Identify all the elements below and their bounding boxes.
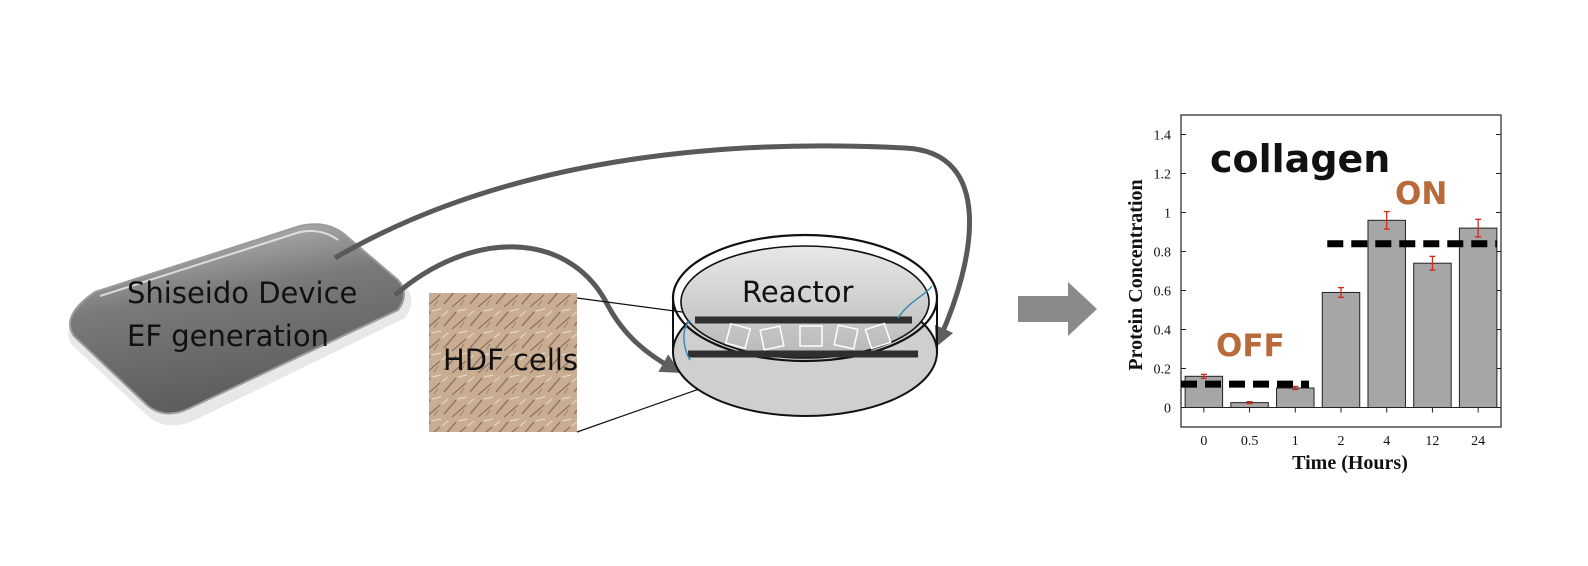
- lower-cable: [393, 244, 681, 373]
- coverslip: [799, 325, 823, 347]
- bar: [1321, 291, 1361, 409]
- x-tick-label: 0.5: [1241, 434, 1259, 449]
- hdf-cells-image: HDF cells: [429, 293, 578, 432]
- y-tick-label: 1.2: [1154, 168, 1172, 183]
- hdf-cells-label: HDF cells: [443, 343, 578, 377]
- bar: [1458, 227, 1498, 408]
- x-tick-label: 24: [1471, 434, 1485, 449]
- dish-inner-rim: [680, 245, 930, 359]
- y-tick-label: 0.8: [1154, 246, 1172, 261]
- bar: [1276, 387, 1315, 408]
- x-tick-label: 0: [1200, 434, 1207, 449]
- coverslip: [833, 324, 859, 350]
- device-top-edge: [99, 230, 339, 297]
- device-body: [69, 223, 405, 415]
- upper-cable: [333, 143, 973, 348]
- bar: [1367, 219, 1406, 408]
- y-tick-label: 0.4: [1154, 324, 1172, 339]
- shiseido-device: Shiseido Device EF generation: [68, 223, 412, 426]
- on-label: ON: [1395, 176, 1447, 212]
- y-tick-label: 1.4: [1154, 129, 1172, 144]
- blue-wire-right: [897, 285, 933, 319]
- y-tick-label: 0.2: [1154, 363, 1172, 378]
- reactor-dish: Reactor: [671, 233, 939, 417]
- blue-wire-left: [683, 319, 691, 361]
- x-tick-label: 2: [1338, 434, 1345, 449]
- x-tick-label: 4: [1383, 434, 1390, 449]
- x-axis-label: Time (Hours): [1292, 452, 1408, 474]
- y-tick-label: 0: [1164, 402, 1171, 417]
- y-tick-label: 1: [1164, 207, 1171, 222]
- x-tick-label: 12: [1425, 434, 1439, 449]
- x-tick-label: 1: [1292, 434, 1299, 449]
- coverslip: [864, 322, 892, 350]
- y-tick-label: 0.6: [1154, 285, 1172, 300]
- coverslip: [724, 322, 752, 350]
- coverslip: [759, 325, 785, 351]
- reactor-label: Reactor: [742, 275, 854, 309]
- device-label-line1: Shiseido Device: [127, 276, 357, 310]
- chart-title: collagen: [1210, 137, 1390, 181]
- y-axis-label: Protein Concentration: [1125, 179, 1147, 370]
- result-arrow-icon: [1018, 282, 1097, 336]
- cell-micrograph: [429, 293, 577, 432]
- bar: [1413, 262, 1452, 409]
- device-label-line2: EF generation: [127, 319, 329, 353]
- off-label: OFF: [1216, 328, 1285, 364]
